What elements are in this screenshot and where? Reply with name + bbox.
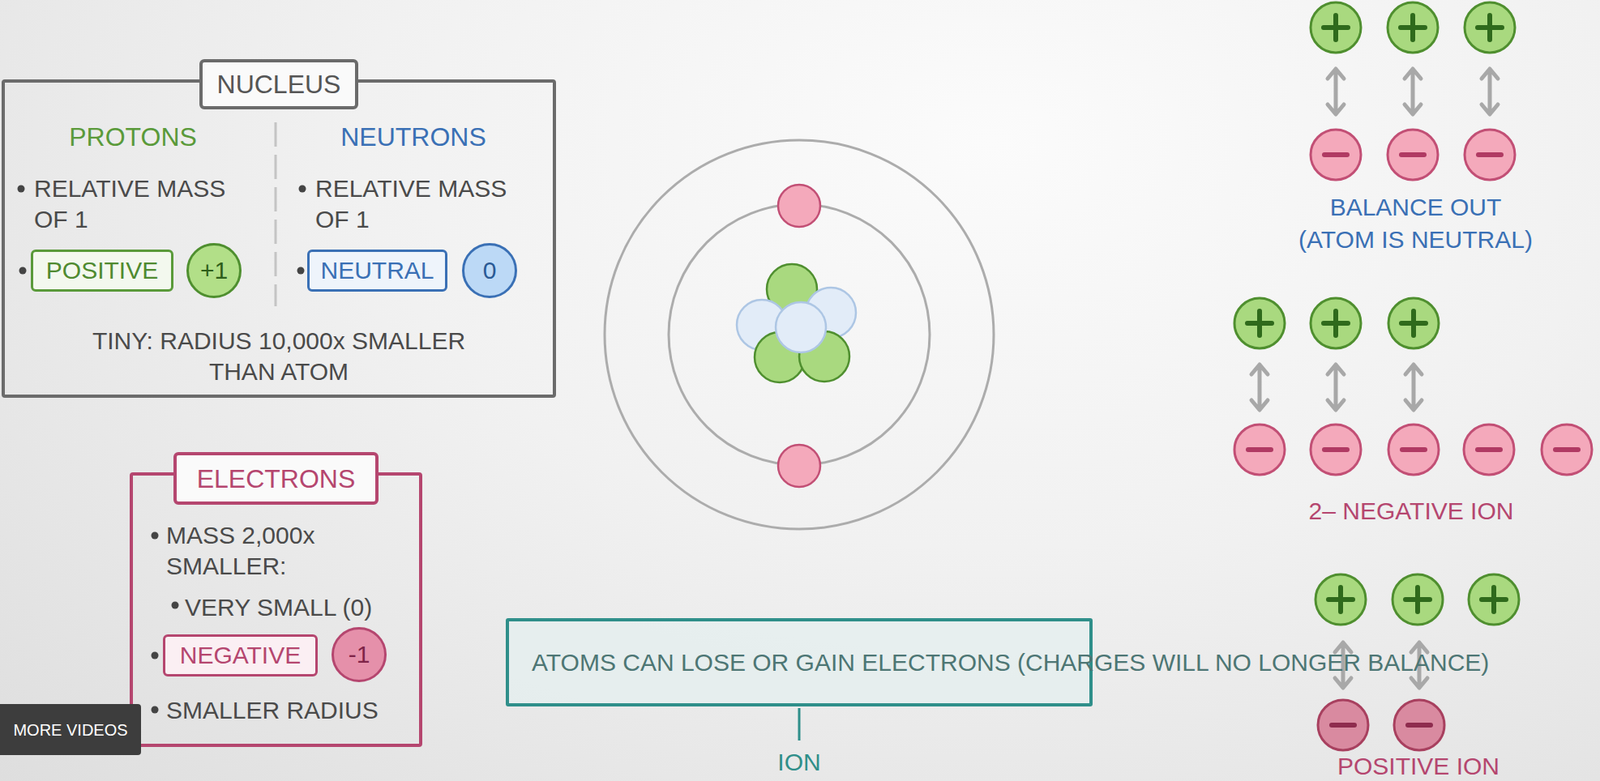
positive-ion-row [1315,574,1519,751]
charge-box: NEGATIVE [162,634,318,677]
charge-box: POSITIVE [30,249,174,292]
bullet-text: MASS 2,000x SMALLER: [166,520,369,582]
box-text: ELECTRONS [196,463,356,495]
bullet-text: VERY SMALL (0) [184,592,412,624]
bullet-text: SMALLER RADIUS [166,695,410,727]
bullet-text: RELATIVE MASS OF 1 [315,173,531,236]
note-box: ATOMS CAN LOSE OR GAIN ELECTRONS (CHARGE… [505,618,1093,707]
electrons-panel: MASS 2,000x SMALLER: VERY SMALL (0) SMALLE… [129,472,423,748]
charge-circle: 0 [462,243,518,299]
ion-label: ION [758,747,840,779]
charge-circle: +1 [186,243,242,299]
box-text: ATOMS CAN LOSE OR GAIN ELECTRONS (CHARGE… [531,647,1067,679]
caption-label: POSITIVE ION [1256,753,1581,780]
heading-box: NUCLEUS [199,59,359,110]
negative-ion-row [1234,298,1592,475]
box-text: NEUTRAL [320,255,434,287]
box-text: 0 [483,255,497,287]
video-button: MORE VIDEOS [0,704,142,756]
box-text: +1 [200,255,228,287]
column-heading: NEUTRONS [312,121,515,153]
heading-box: ELECTRONS [173,452,379,505]
box-text: NEGATIVE [179,640,301,672]
box-text: -1 [348,639,371,671]
atom-drawing [604,140,994,530]
column-divider [274,122,278,307]
bullet-text: RELATIVE MASS OF 1 [34,173,249,236]
nucleus-panel: PROTONS RELATIVE MASS OF 1 NEUTRONS RELATIV… [1,79,557,398]
charge-balance-row [1310,2,1515,180]
charge-box: NEUTRAL [307,249,447,292]
leader-line [798,708,801,741]
box-text: POSITIVE [46,255,159,287]
column-heading: PROTONS [31,121,235,153]
caption-label: BALANCE OUT (ATOM IS NEUTRAL) [1291,191,1540,257]
note-text: TINY: RADIUS 10,000x SMALLER THAN ATOM [76,325,482,388]
caption-label: 2– NEGATIVE ION [1249,496,1574,527]
box-text: NUCLEUS [217,68,342,100]
charge-circle: -1 [331,627,387,683]
